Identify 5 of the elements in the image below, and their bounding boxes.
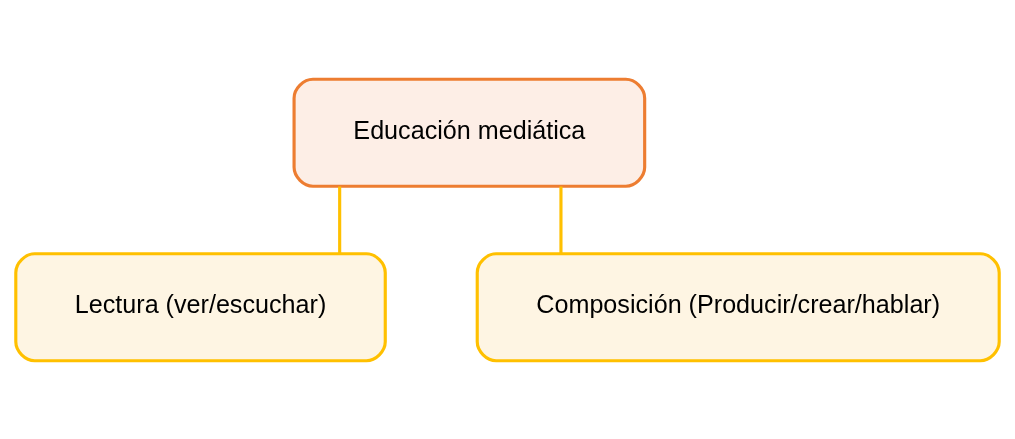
node-box: Lectura (ver/escuchar) [14,251,387,362]
connector [559,186,563,253]
node-box: Educación mediática [292,77,647,188]
node-box: Composición (Producir/crear/hablar) [475,251,1001,362]
connector [338,186,342,253]
